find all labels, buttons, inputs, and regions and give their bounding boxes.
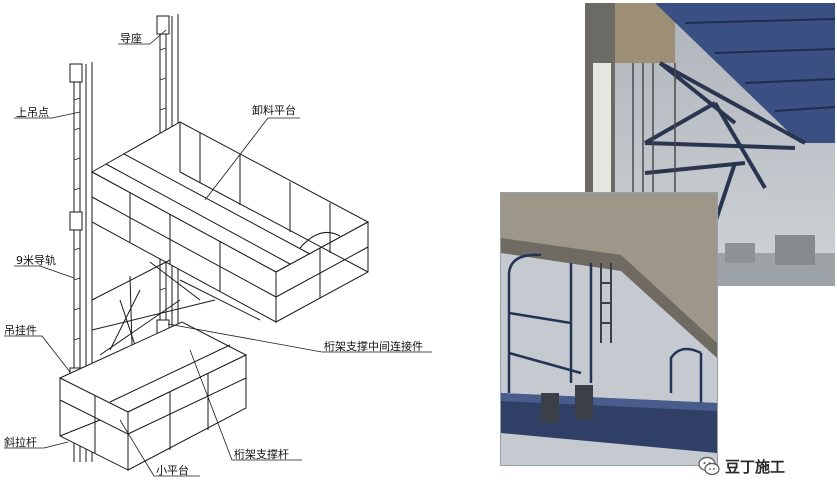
label-guide-seat: 导座 <box>120 32 142 45</box>
label-guide-rail: 9米导轨 <box>16 254 56 267</box>
label-truss-support-rod: 桁架支撑杆 <box>234 448 289 461</box>
drawing-svg <box>4 14 432 477</box>
label-upper-hanging-point: 上吊点 <box>16 106 49 119</box>
truss-support <box>91 259 261 361</box>
watermark-text: 豆丁施工 <box>725 457 786 476</box>
small-platform <box>58 321 248 471</box>
label-unloading-platform: 卸料平台 <box>252 104 296 117</box>
wechat-icon <box>698 456 720 476</box>
photo-small-platform <box>500 192 718 466</box>
label-small-platform: 小平台 <box>156 464 189 477</box>
watermark: 豆丁施工 <box>698 455 785 477</box>
label-hanging-piece: 吊挂件 <box>4 324 37 337</box>
photo-underside-svg <box>585 3 835 286</box>
photo-small-platform-svg <box>501 193 717 465</box>
platform-line-drawing: 导座 上吊点 卸料平台 9米导轨 吊挂件 桁架支撑中间连接件 斜拉杆 桁架支撑杆… <box>4 14 432 477</box>
label-diagonal-rod: 斜拉杆 <box>4 436 37 449</box>
unloading-platform <box>90 121 370 323</box>
label-truss-middle-connector: 桁架支撑中间连接件 <box>324 340 423 353</box>
leader-lines <box>4 29 432 477</box>
